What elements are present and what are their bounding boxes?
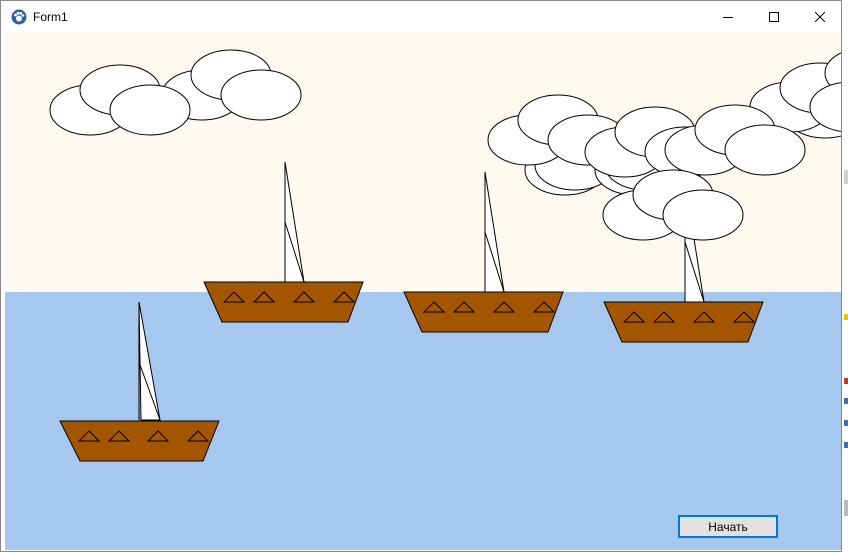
clouds [49, 49, 841, 196]
hull-porthole [252, 291, 276, 303]
paw-app-icon [11, 9, 27, 25]
background-window-edge [844, 420, 848, 426]
hull-porthole [107, 430, 131, 442]
boat [603, 181, 764, 343]
maximize-button[interactable] [751, 1, 797, 32]
cloud [220, 69, 302, 121]
hull-porthole [652, 311, 676, 323]
hull-porthole [146, 430, 170, 442]
cloud [724, 124, 806, 176]
cloud [662, 189, 744, 241]
hull-porthole [292, 291, 316, 303]
boat [403, 171, 564, 333]
hull-porthole [222, 291, 246, 303]
boat-hull [403, 291, 564, 333]
boat [203, 161, 364, 323]
minimize-icon [723, 16, 733, 18]
close-icon [815, 11, 825, 22]
minimize-button[interactable] [705, 1, 751, 32]
window-title: Form1 [33, 10, 68, 24]
close-button[interactable] [797, 1, 843, 32]
hull-porthole [422, 301, 446, 313]
background-window-edge [844, 170, 848, 184]
hull-porthole [532, 301, 556, 313]
boat [59, 301, 220, 462]
background-window-edge [844, 314, 848, 320]
boat-hull [603, 301, 764, 343]
cloud [809, 82, 841, 132]
hull-porthole [732, 311, 756, 323]
background-window-edge [844, 398, 848, 404]
background-window-edge [842, 0, 848, 554]
hull-porthole [452, 301, 476, 313]
boat-hull [203, 281, 364, 323]
form-client-area: Начать [5, 32, 841, 550]
boat-sail [138, 301, 161, 421]
clouds-front [602, 169, 744, 241]
background-window-edge [844, 500, 848, 516]
hull-porthole [332, 291, 356, 303]
maximize-icon [769, 11, 779, 22]
title-bar[interactable]: Form1 [1, 1, 841, 32]
boat-hull [59, 420, 220, 462]
hull-porthole [492, 301, 516, 313]
start-button[interactable]: Начать [678, 515, 778, 538]
background-window-edge [844, 378, 848, 384]
hull-porthole [692, 311, 716, 323]
background-window-edge [844, 442, 848, 448]
cloud [109, 84, 191, 136]
hull-porthole [186, 430, 210, 442]
hull-porthole [622, 311, 646, 323]
sea-scene-canvas [5, 32, 841, 550]
hull-porthole [77, 430, 101, 442]
